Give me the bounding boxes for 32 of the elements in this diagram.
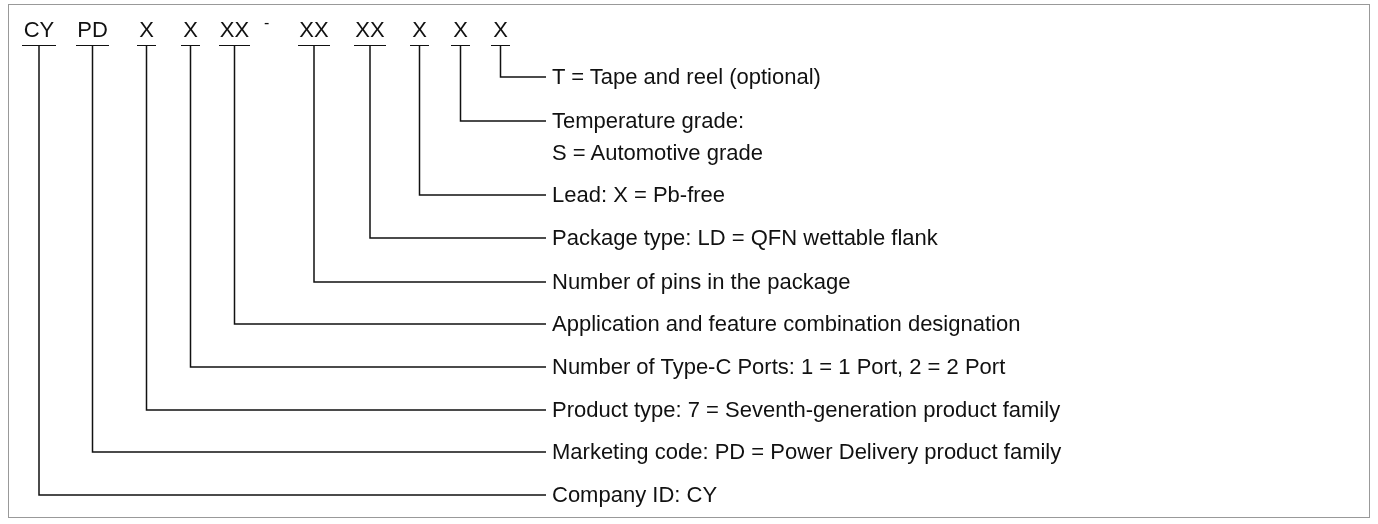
code-segment: X <box>451 14 470 46</box>
description-text: T = Tape and reel (optional) <box>552 63 821 91</box>
description-text: S = Automotive grade <box>552 139 763 167</box>
leader-line <box>418 45 547 196</box>
description-text: Lead: X = Pb-free <box>552 181 726 209</box>
description-text: Number of Type-C Ports: 1 = 1 Port, 2 = 2 Port <box>552 353 1006 381</box>
description-text: Package type: LD = QFN wettable flank <box>552 224 938 252</box>
code-segment: X <box>181 14 200 46</box>
code-segment: XX <box>354 14 386 46</box>
code-segment: X <box>491 14 510 46</box>
code-segment: PD <box>76 14 109 46</box>
leader-line <box>145 45 547 411</box>
description-text: Temperature grade: <box>552 107 745 135</box>
leader-line <box>499 45 547 78</box>
code-segment: CY <box>22 14 56 46</box>
code-segment: XX <box>219 14 250 46</box>
leader-line <box>313 45 547 283</box>
leader-line <box>459 45 547 122</box>
description-text: Application and feature combination designation <box>552 310 1021 338</box>
leader-line <box>369 45 547 239</box>
description-text: Company ID: CY <box>552 481 718 509</box>
code-segment: X <box>410 14 429 46</box>
code-segment: X <box>137 14 156 46</box>
code-segment: XX <box>298 14 330 46</box>
leader-line <box>91 45 547 453</box>
leader-line <box>189 45 547 368</box>
separator-dash: - <box>264 14 270 32</box>
leader-line <box>38 45 547 496</box>
leader-line <box>233 45 547 325</box>
description-text: Number of pins in the package <box>552 268 851 296</box>
description-text: Product type: 7 = Seventh-generation product family <box>552 396 1061 424</box>
description-text: Marketing code: PD = Power Delivery product family <box>552 438 1062 466</box>
